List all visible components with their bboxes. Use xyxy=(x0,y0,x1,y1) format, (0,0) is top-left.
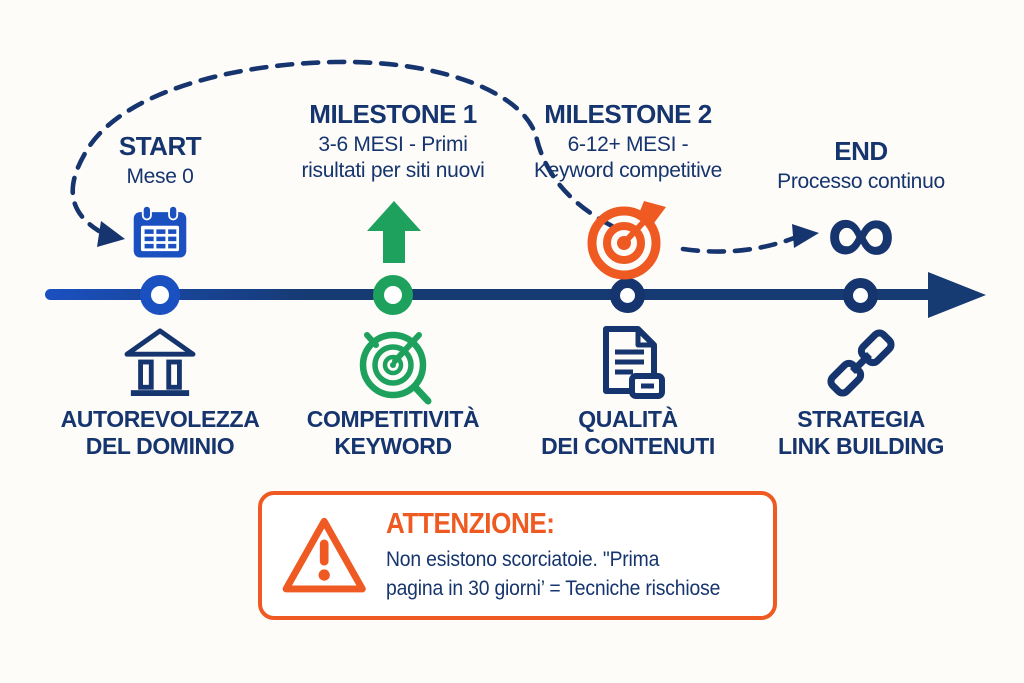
phase-milestone-2: MILESTONE 2 6-12+ MESI - Keyword competi… xyxy=(508,99,748,184)
phase-subtitle: Processo continuo xyxy=(777,170,945,193)
phase-title: START xyxy=(118,131,202,161)
factor-label: STRATEGIA LINK BUILDING xyxy=(777,406,944,459)
factor-domain-authority: AUTOREVOLEZZA DEL DOMINIO xyxy=(40,406,280,460)
phase-title: MILESTONE 2 xyxy=(544,99,712,129)
bank-icon xyxy=(124,328,196,396)
arrow-up-icon xyxy=(367,201,421,263)
warning-triangle-icon xyxy=(282,517,366,592)
warning-box: ATTENZIONE: Non esistono scorciatoie. "P… xyxy=(258,491,777,620)
factor-label: AUTOREVOLEZZA DEL DOMINIO xyxy=(60,406,260,459)
document-icon xyxy=(603,326,665,399)
phase-subtitle: Mese 0 xyxy=(126,165,194,188)
phase-subtitle: 6-12+ MESI - Keyword competitive xyxy=(533,133,723,182)
phase-start: START Mese 0 xyxy=(40,131,280,190)
phase-title: MILESTONE 1 xyxy=(309,99,477,129)
arrowhead-to-start xyxy=(97,221,125,247)
timeline-node-start xyxy=(140,275,180,315)
timeline-node-milestone-1 xyxy=(373,275,413,315)
chain-link-icon xyxy=(827,329,895,397)
factor-label: COMPETITIVITÀ KEYWORD xyxy=(306,406,480,459)
phase-milestone-1: MILESTONE 1 3-6 MESI - Primi risultati p… xyxy=(273,99,513,184)
factor-link-building: STRATEGIA LINK BUILDING xyxy=(741,406,981,460)
phase-subtitle: 3-6 MESI - Primi risultati per siti nuov… xyxy=(301,133,485,182)
target-icon xyxy=(359,331,432,405)
warning-body: Non esistono scorciatoie. "Prima pagina … xyxy=(386,547,721,600)
phase-title: END xyxy=(834,136,888,166)
warning-title: ATTENZIONE: xyxy=(386,508,555,540)
warning-text: ATTENZIONE: Non esistono scorciatoie. "P… xyxy=(386,508,721,603)
factor-keyword-competitiveness: COMPETITIVITÀ KEYWORD xyxy=(273,406,513,460)
factor-content-quality: QUALITÀ DEI CONTENUTI xyxy=(508,406,748,460)
timeline-node-milestone-2 xyxy=(610,278,645,313)
timeline-bar xyxy=(45,289,935,300)
timeline-arrowhead-icon xyxy=(928,272,986,318)
phase-end: END Processo continuo xyxy=(741,136,981,195)
target-dart-icon xyxy=(587,201,666,280)
factor-label: QUALITÀ DEI CONTENUTI xyxy=(541,406,715,459)
infinity-icon: ∞ xyxy=(826,179,896,286)
dashed-arrow-milestone2-to-end xyxy=(680,235,797,254)
calendar-icon xyxy=(133,204,187,258)
timeline-node-end xyxy=(843,278,878,313)
